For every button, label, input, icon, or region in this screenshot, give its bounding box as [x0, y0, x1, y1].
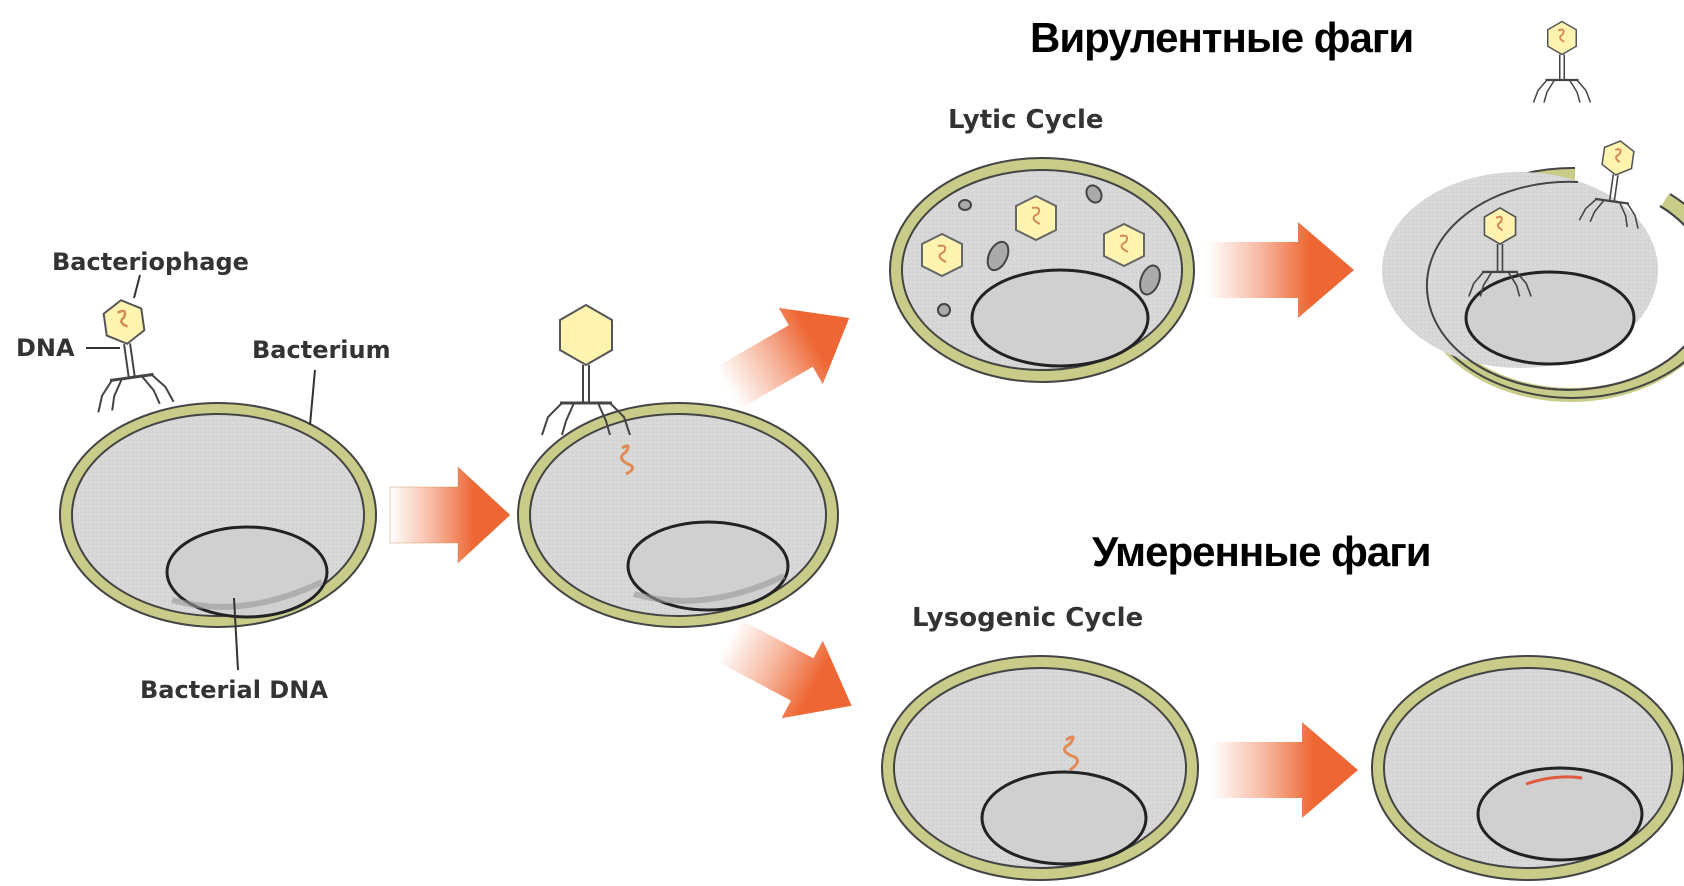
lytic-cycle-label: Lytic Cycle	[948, 105, 1104, 135]
bacterium-cell-prophage	[1372, 656, 1684, 880]
lysogenic-cycle-label: Lysogenic Cycle	[912, 603, 1143, 633]
bacterium-cell-lysogenic-entry	[882, 656, 1198, 880]
arrow-to-lysis	[1208, 222, 1354, 318]
bacterium-cell-lysis	[1382, 168, 1684, 398]
temperate-phages-heading: Умеренные фаги	[1092, 528, 1431, 575]
bacterial-dna-label: Bacterial DNA	[140, 676, 328, 704]
phage-icon	[1534, 22, 1591, 103]
virulent-phages-heading: Вирулентные фаги	[1030, 14, 1413, 61]
arrow-to-prophage	[1212, 722, 1358, 818]
bacterium-label: Bacterium	[252, 336, 391, 364]
bacteriophage-pointer	[134, 275, 140, 298]
new-phage-capsid	[922, 234, 962, 276]
arrow-to-lysogenic	[707, 601, 872, 744]
bacterium-cell-initial	[60, 403, 376, 627]
arrow-to-lytic	[706, 280, 871, 426]
bacterium-pointer	[310, 370, 315, 425]
bacterium-cell-lytic-replication	[890, 158, 1194, 382]
dna-label: DNA	[16, 334, 75, 362]
arrow-to-injection	[390, 467, 510, 563]
bacterium-cell-injection	[518, 403, 838, 627]
phage-part	[938, 304, 950, 316]
new-phage-capsid	[1104, 224, 1144, 266]
phage-part	[959, 200, 971, 210]
bacteriophage-attached	[83, 295, 173, 413]
bacteriophage-label: Bacteriophage	[52, 248, 249, 276]
new-phage-capsid	[1016, 196, 1056, 240]
